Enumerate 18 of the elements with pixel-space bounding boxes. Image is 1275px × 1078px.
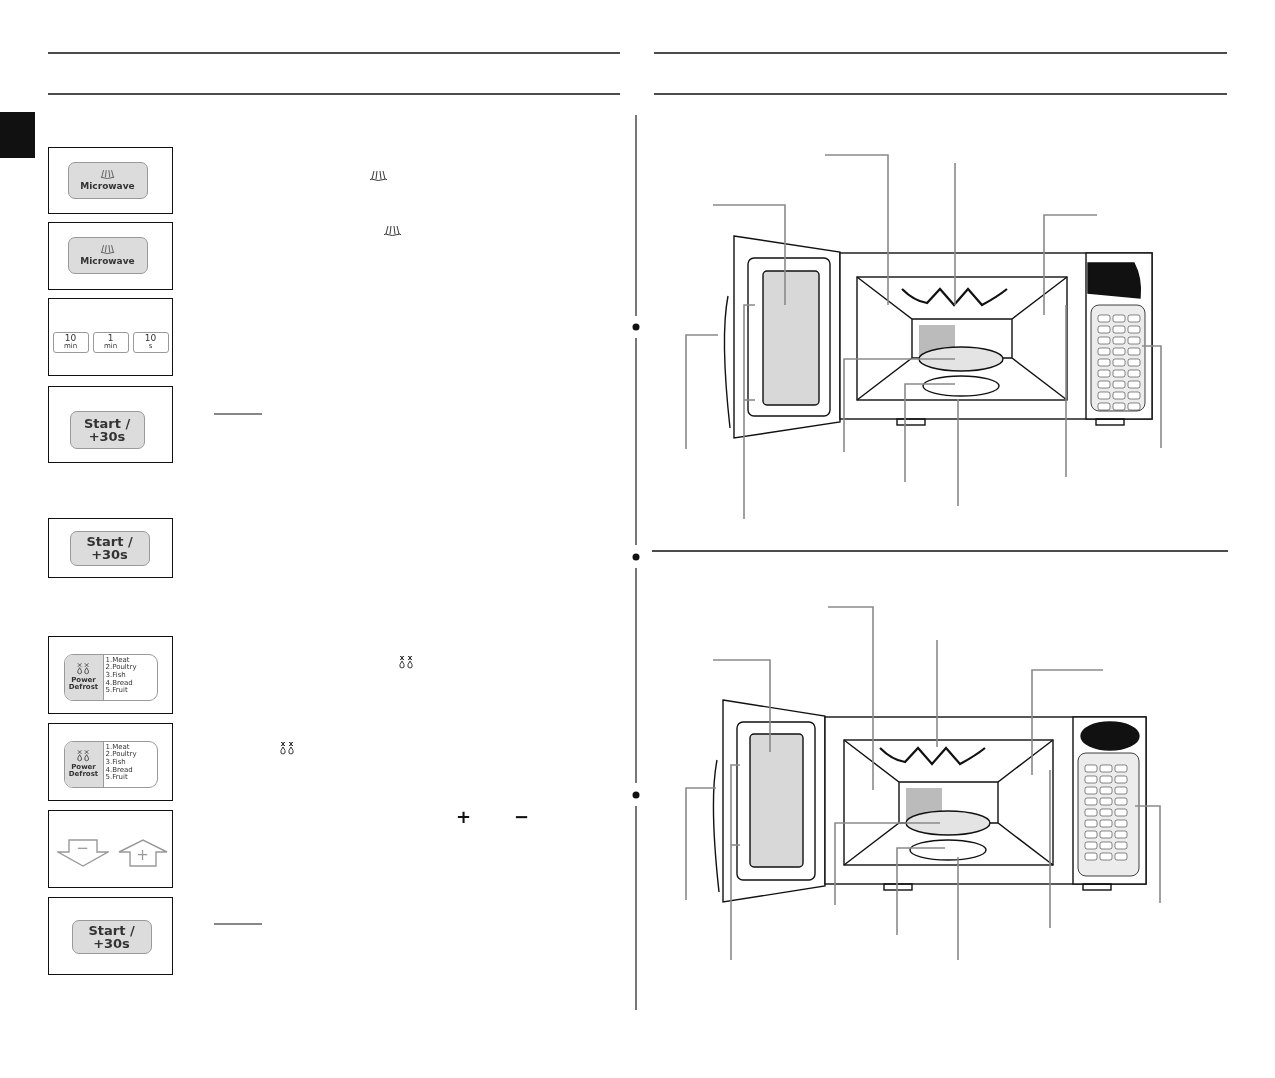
microwave-button: Microwave [67,236,148,274]
microwave-button: Microwave [67,161,148,199]
up-arrow-button: + [117,838,168,867]
start-button: Start / +30s [69,410,145,449]
panel-frame [48,810,173,888]
sign-symbol: − [514,806,530,827]
panel-frame [48,386,173,463]
panel-frame [48,897,173,975]
down-arrow-button: − [56,838,109,867]
panel-frame [48,147,173,214]
panel-frame [48,636,173,714]
start-button: Start / +30s [69,530,150,566]
panel-frame [48,518,173,578]
panel-frame [48,298,173,376]
start-button: Start / +30s [71,919,152,954]
panel-frame [48,222,173,290]
panel-frame [48,723,173,801]
sign-symbol: + [456,806,472,827]
